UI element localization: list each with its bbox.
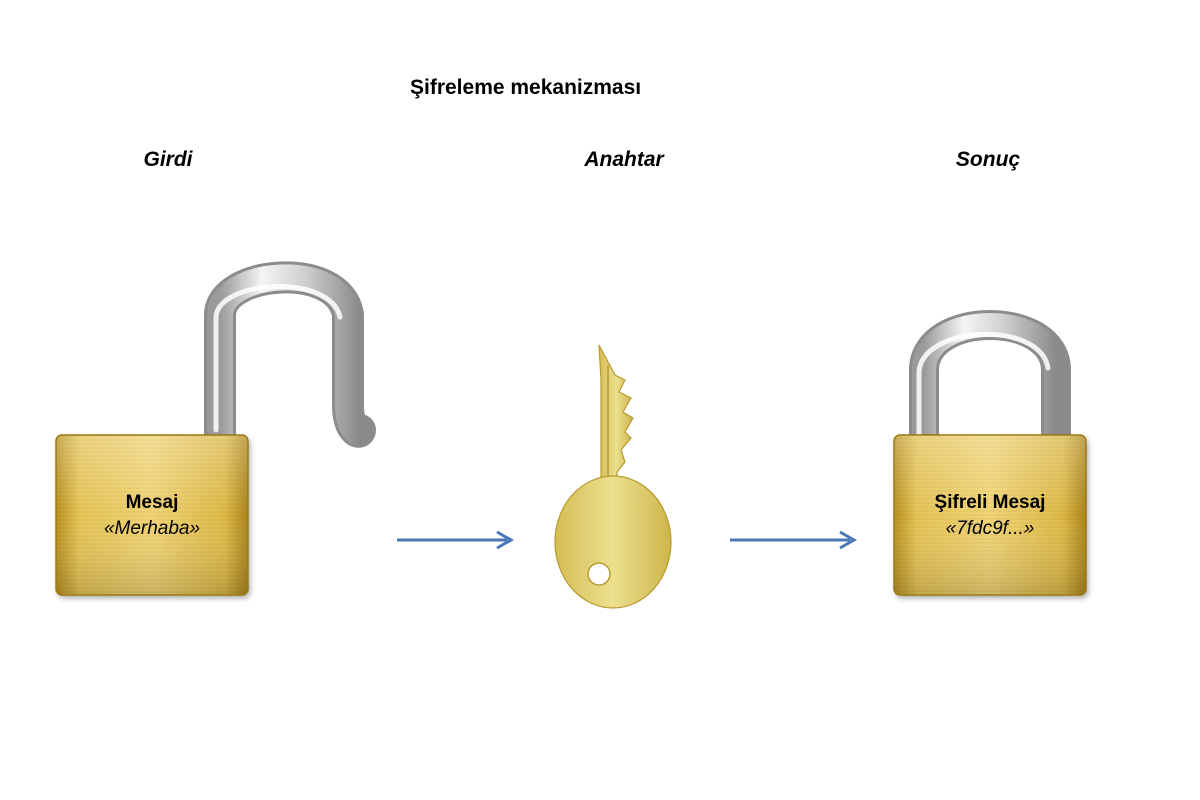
open-padlock-icon <box>55 261 376 596</box>
diagram-title: Şifreleme mekanizması <box>410 76 642 99</box>
open-padlock: Mesaj «Merhaba» <box>40 255 380 615</box>
input-lock-label: Mesaj <box>125 492 179 513</box>
output-lock-value: «7fdc9f...» <box>945 518 1035 539</box>
input-lock-value: «Merhaba» <box>103 518 201 539</box>
key-icon <box>554 344 672 609</box>
column-label-input: Girdi <box>143 148 193 171</box>
arrow-key-to-output <box>730 530 858 550</box>
arrow-input-to-key <box>397 530 515 550</box>
closed-padlock: Şifreli Mesaj «7fdc9f...» <box>880 290 1100 620</box>
column-label-output: Sonuç <box>955 148 1021 171</box>
closed-padlock-icon <box>893 310 1087 596</box>
column-label-key: Anahtar <box>584 148 664 171</box>
output-lock-label: Şifreli Mesaj <box>934 492 1046 513</box>
